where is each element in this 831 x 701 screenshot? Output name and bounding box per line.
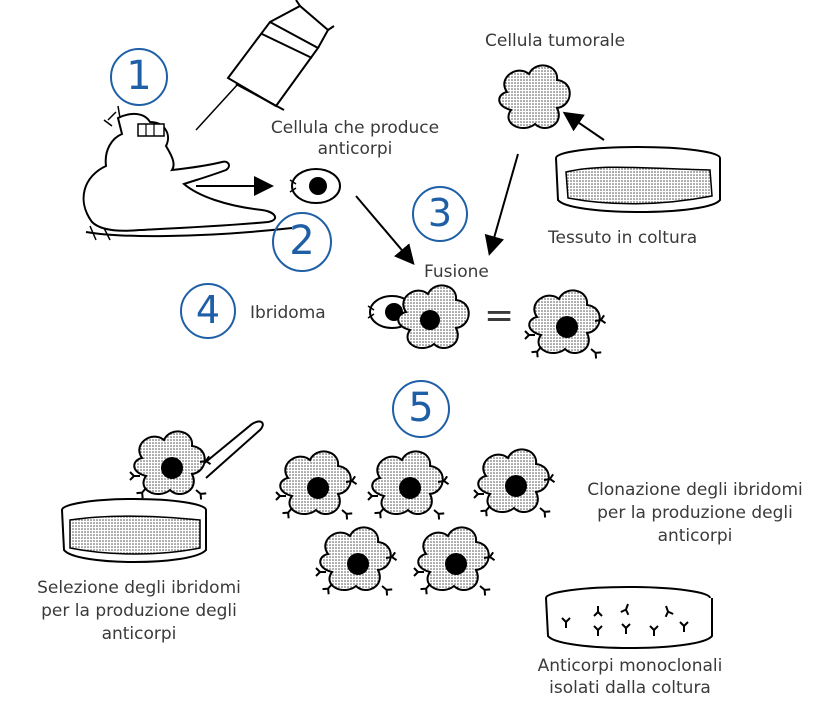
selection-label-line3: anticorpi [0, 624, 278, 645]
antibody-dish [546, 587, 712, 648]
selection-dish [62, 422, 263, 562]
equals-sign: = [484, 298, 514, 334]
step-1-badge: 1 [110, 48, 168, 106]
fusion-label: Fusione [424, 262, 489, 283]
tissue-dish [556, 147, 720, 212]
tumor-cell-label: Cellula tumorale [485, 31, 625, 52]
monoclonal-label-line1: Anticorpi monoclonali [500, 656, 760, 677]
arrow-tumor-to-fusion [490, 154, 518, 252]
step-5-badge: 5 [392, 380, 450, 438]
arrow-cell-to-fusion [356, 196, 412, 262]
hybridoma-cell [525, 290, 606, 358]
step-4-badge: 4 [180, 283, 236, 339]
hybridoma-label: Ibridoma [250, 303, 326, 324]
cloning-label-line2: per la produzione degli [560, 503, 830, 524]
monoclonal-label-line2: isolati dalla coltura [500, 678, 760, 699]
fusion-cells [368, 285, 469, 348]
antibody-cell-label-line2: anticorpi [250, 139, 460, 160]
antibody-cell-label-line1: Cellula che produce [250, 118, 460, 139]
cloning-label-line1: Clonazione degli ibridomi [560, 480, 830, 501]
step-3-badge: 3 [412, 186, 468, 242]
tissue-label: Tessuto in coltura [548, 228, 697, 249]
cloning-label-line3: anticorpi [560, 526, 830, 547]
cloned-hybridomas [276, 449, 555, 595]
syringe-illustration [196, 0, 334, 130]
antibody-cell [290, 169, 340, 203]
step-2-badge: 2 [272, 212, 332, 272]
selection-label-line1: Selezione degli ibridomi [0, 578, 278, 599]
tumor-cell [499, 65, 570, 128]
arrow-dish-to-tumor [566, 114, 604, 140]
selection-label-line2: per la produzione degli [0, 601, 278, 622]
